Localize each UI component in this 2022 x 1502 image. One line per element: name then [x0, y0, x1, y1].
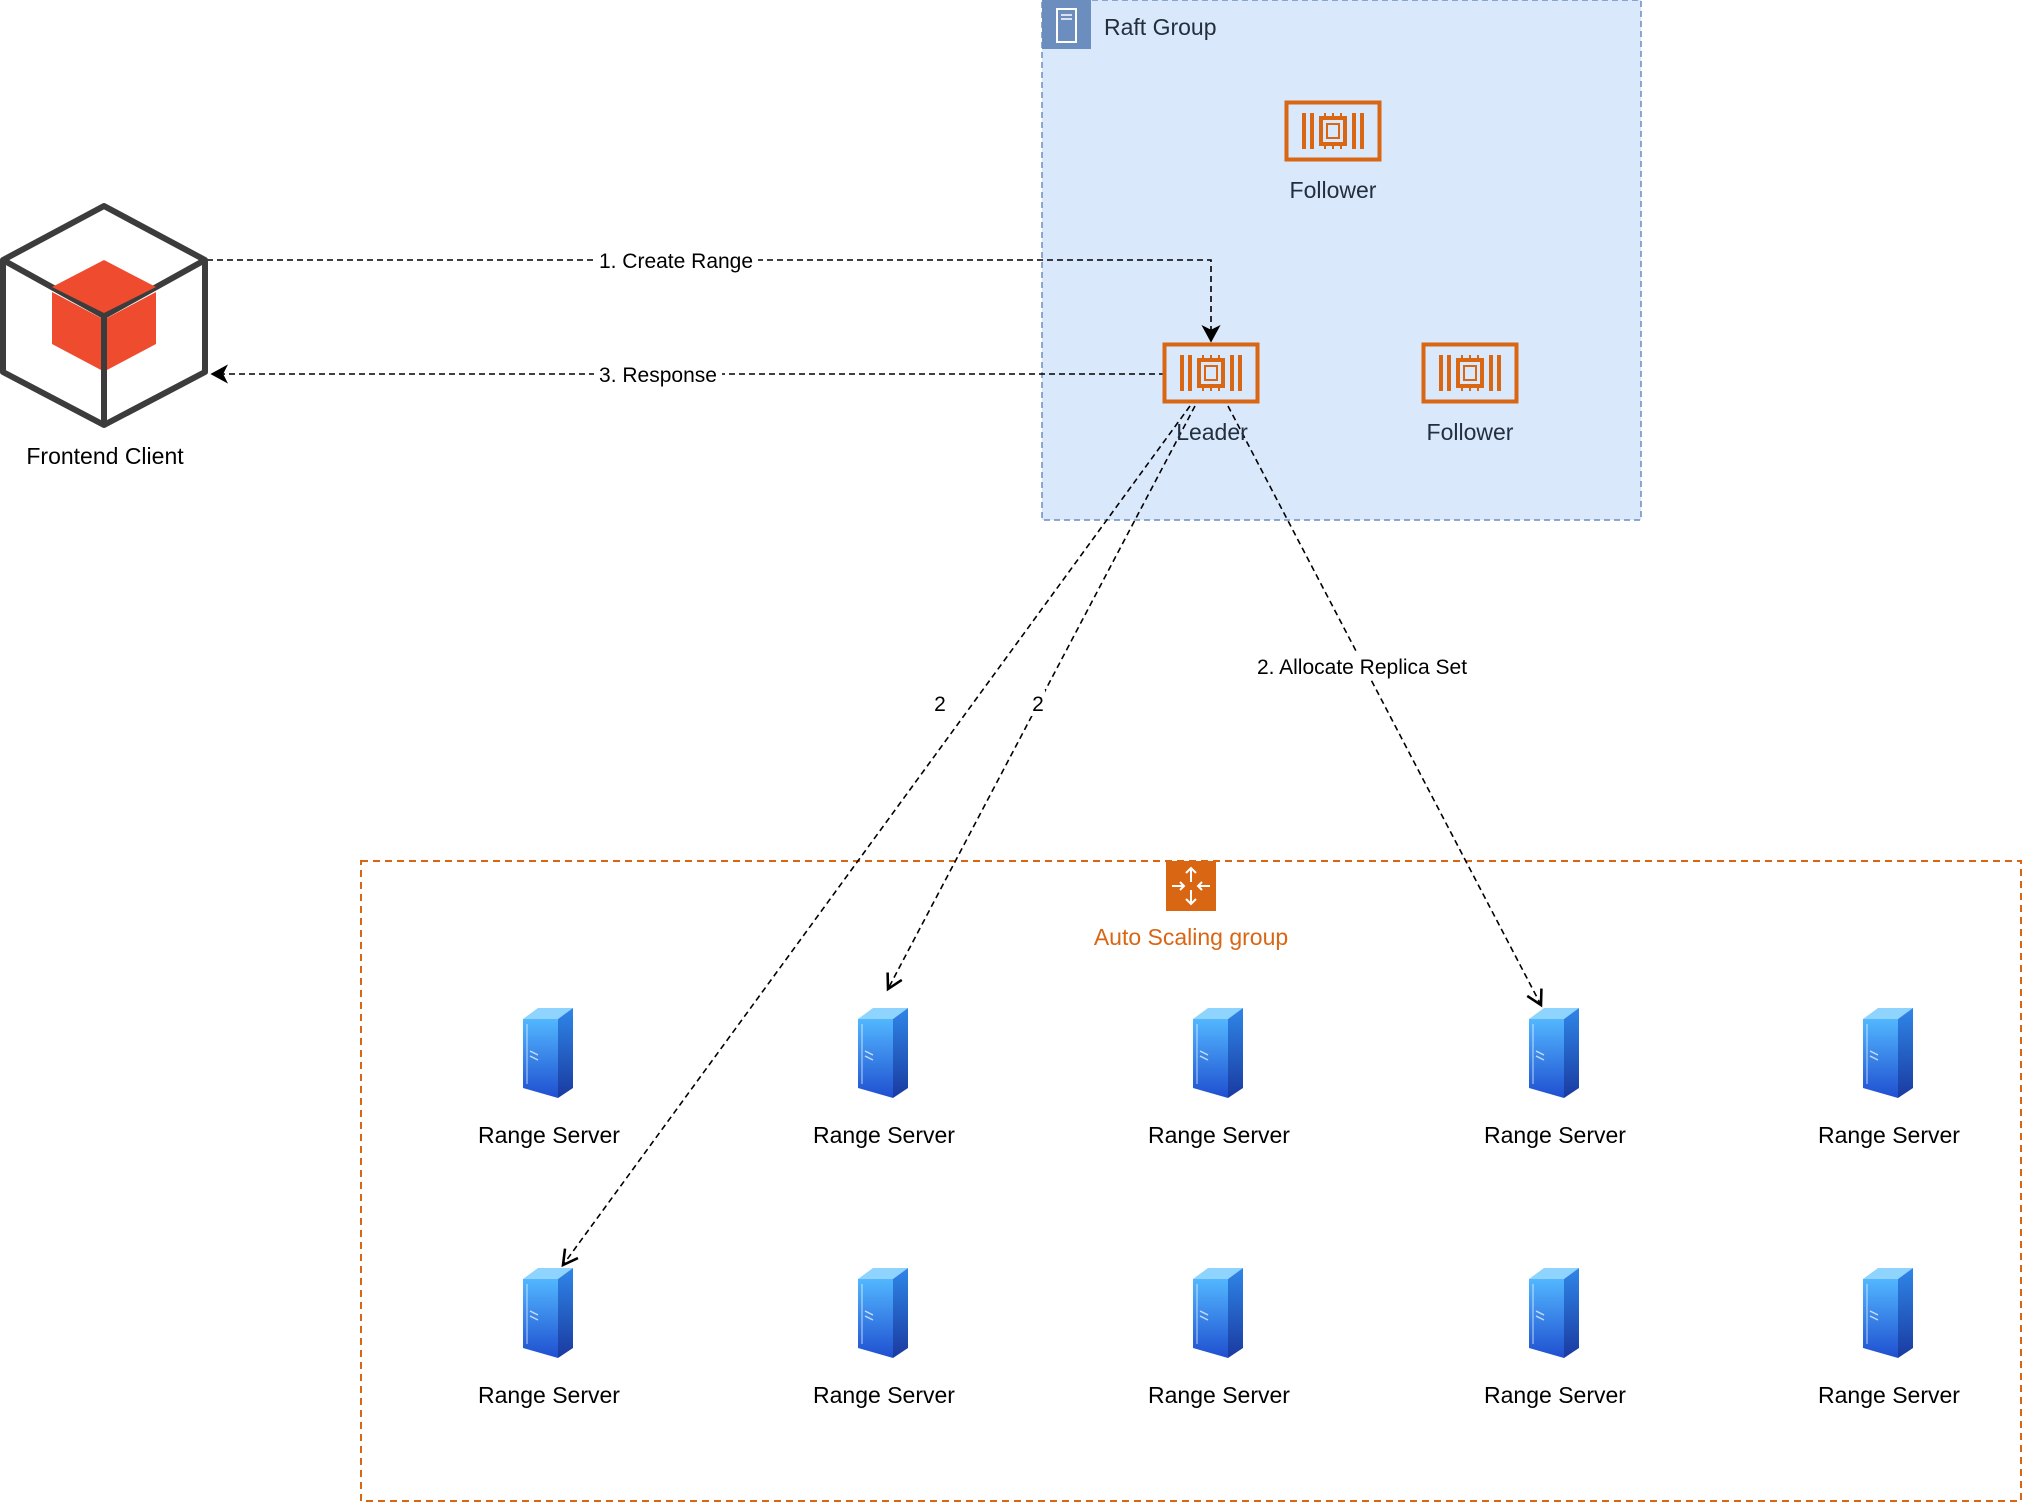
frontend-client-label: Frontend Client — [26, 443, 184, 469]
auto-scaling-group: Auto Scaling group — [360, 860, 2022, 1502]
cube-icon — [0, 203, 208, 428]
range-server[interactable]: Range Server — [1484, 1267, 1626, 1408]
range-server-label: Range Server — [1818, 1382, 1960, 1408]
raft-group-label: Raft Group — [1104, 14, 1217, 40]
edge-label-allocate-replica: 2. Allocate Replica Set — [1257, 656, 1467, 679]
range-server[interactable]: Range Server — [478, 1267, 620, 1408]
follower-right-label: Follower — [1427, 419, 1514, 445]
server-tower-icon — [1192, 1007, 1244, 1099]
server-tower-icon — [1862, 1267, 1914, 1359]
range-server[interactable]: Range Server — [813, 1267, 955, 1408]
server-tower-icon — [1528, 1267, 1580, 1359]
range-server[interactable]: Range Server — [1148, 1007, 1290, 1148]
follower-top-node[interactable]: Follower — [1284, 100, 1382, 204]
follower-right-node[interactable]: Follower — [1421, 342, 1519, 446]
server-group-icon — [1042, 0, 1091, 49]
range-servers: Range Server Range Server Range Server R… — [478, 1007, 1960, 1408]
edge-label-response: 3. Response — [599, 364, 717, 387]
frontend-client[interactable]: Frontend Client — [0, 203, 208, 469]
server-tower-icon — [1862, 1007, 1914, 1099]
range-server-label: Range Server — [1484, 1122, 1626, 1148]
range-server-label: Range Server — [1148, 1122, 1290, 1148]
edge-create-range — [207, 259, 1221, 343]
edge-label-allocate-b: 2 — [1032, 693, 1044, 716]
range-server-label: Range Server — [1148, 1382, 1290, 1408]
edge-allocate-a — [561, 405, 1191, 1268]
range-server-label: Range Server — [478, 1382, 620, 1408]
range-server[interactable]: Range Server — [1818, 1007, 1960, 1148]
auto-scaling-group-label: Auto Scaling group — [1094, 924, 1288, 950]
range-server-label: Range Server — [813, 1122, 955, 1148]
range-server[interactable]: Range Server — [813, 1007, 955, 1148]
leader-node[interactable]: Leader — [1162, 342, 1260, 446]
follower-top-label: Follower — [1290, 177, 1377, 203]
edges — [207, 259, 1543, 1268]
edge-label-allocate-a: 2 — [934, 693, 946, 716]
auto-scaling-icon — [1166, 861, 1216, 911]
server-tower-icon — [522, 1267, 574, 1359]
edge-label-create-range: 1. Create Range — [599, 250, 753, 273]
edge-allocate-replica — [1227, 405, 1543, 1008]
range-server-label: Range Server — [1818, 1122, 1960, 1148]
server-tower-icon — [1192, 1267, 1244, 1359]
range-server[interactable]: Range Server — [1148, 1267, 1290, 1408]
server-tower-icon — [1528, 1007, 1580, 1099]
leader-label: Leader — [1176, 419, 1248, 445]
edge-labels: 1. Create Range 3. Response 2. Allocate … — [594, 246, 1474, 716]
range-server-label: Range Server — [813, 1382, 955, 1408]
range-server[interactable]: Range Server — [478, 1007, 620, 1148]
range-server-label: Range Server — [478, 1122, 620, 1148]
server-tower-icon — [857, 1007, 909, 1099]
range-server[interactable]: Range Server — [1818, 1267, 1960, 1408]
server-tower-icon — [857, 1267, 909, 1359]
server-tower-icon — [522, 1007, 574, 1099]
range-server-label: Range Server — [1484, 1382, 1626, 1408]
range-server[interactable]: Range Server — [1484, 1007, 1626, 1148]
